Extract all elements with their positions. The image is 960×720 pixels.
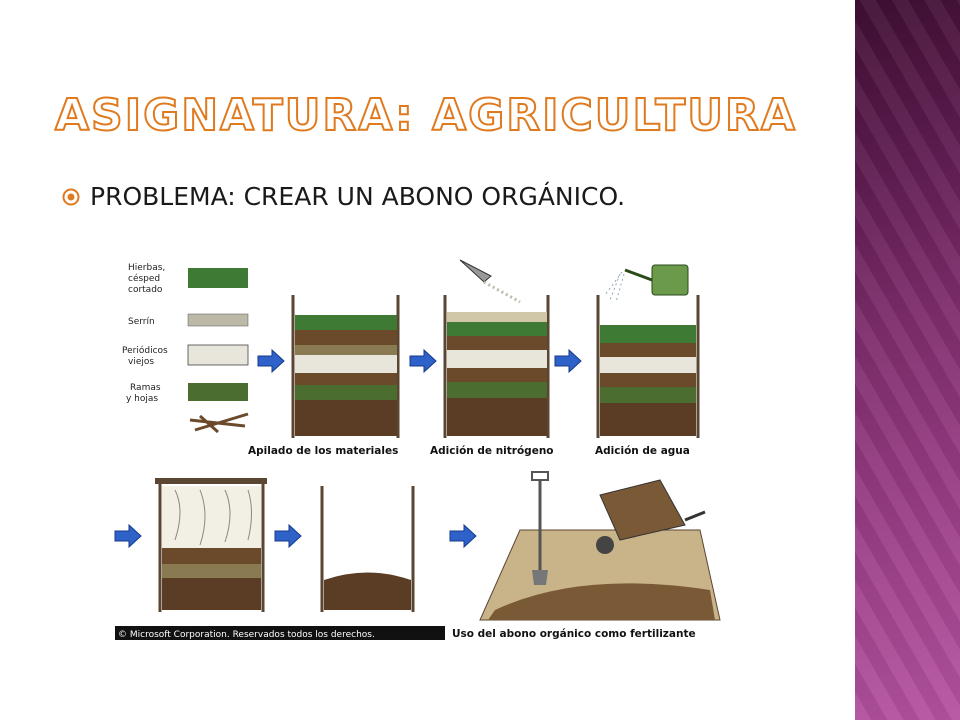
side-band-texture xyxy=(855,0,960,720)
legend-grass-swatch xyxy=(188,268,248,288)
compost-pile-3 xyxy=(596,264,700,438)
legend-newspaper-line1: Periódicos xyxy=(122,345,168,356)
legend-sawdust-swatch xyxy=(187,313,249,327)
caption-use: Uso del abono orgánico como fertilizante xyxy=(452,628,696,640)
bullet-target-icon xyxy=(62,188,80,205)
legend-branches-line1: Ramas xyxy=(130,383,161,393)
compost-pile-1 xyxy=(291,295,400,438)
legend-grass-line2: césped xyxy=(128,273,160,284)
side-decoration-band xyxy=(855,0,960,720)
copyright-text: © Microsoft Corporation. Reservados todo… xyxy=(118,630,375,640)
arrow-4 xyxy=(114,524,142,548)
compost-pile-5-finished xyxy=(320,486,415,612)
arrow-5 xyxy=(274,524,302,548)
arrow-6 xyxy=(449,524,477,548)
legend-leaves-swatch xyxy=(188,383,248,401)
legend-grass-line3: cortado xyxy=(128,285,163,295)
caption-nitrogen: Adición de nitrógeno xyxy=(430,445,554,457)
legend-branches-line2: y hojas xyxy=(126,394,158,404)
legend-branches-drawing xyxy=(189,412,249,434)
compost-illustration: Hierbas, césped cortado Serrín Periódico… xyxy=(114,259,721,640)
legend-sawdust: Serrín xyxy=(128,317,155,327)
legend-grass-line1: Hierbas, xyxy=(128,263,165,273)
caption-stacking: Apilado de los materiales xyxy=(248,445,398,457)
compost-pile-4-covered xyxy=(155,478,267,612)
legend-newspaper-swatch xyxy=(187,344,249,366)
bullet-item: PROBLEMA: CREAR UN ABONO ORGÁNICO. xyxy=(62,182,625,211)
bullet-text: PROBLEMA: CREAR UN ABONO ORGÁNICO. xyxy=(90,182,626,211)
caption-water: Adición de agua xyxy=(595,445,690,457)
field-with-wheelbarrow xyxy=(479,471,721,621)
compost-pile-2 xyxy=(443,259,550,438)
legend-newspaper-line2: viejos xyxy=(128,357,154,367)
arrow-3 xyxy=(554,349,582,373)
arrow-2 xyxy=(409,349,437,373)
arrow-1 xyxy=(257,349,285,373)
copyright-bar xyxy=(115,626,445,640)
slide-title: ASIGNATURA: AGRICULTURA xyxy=(54,89,797,142)
